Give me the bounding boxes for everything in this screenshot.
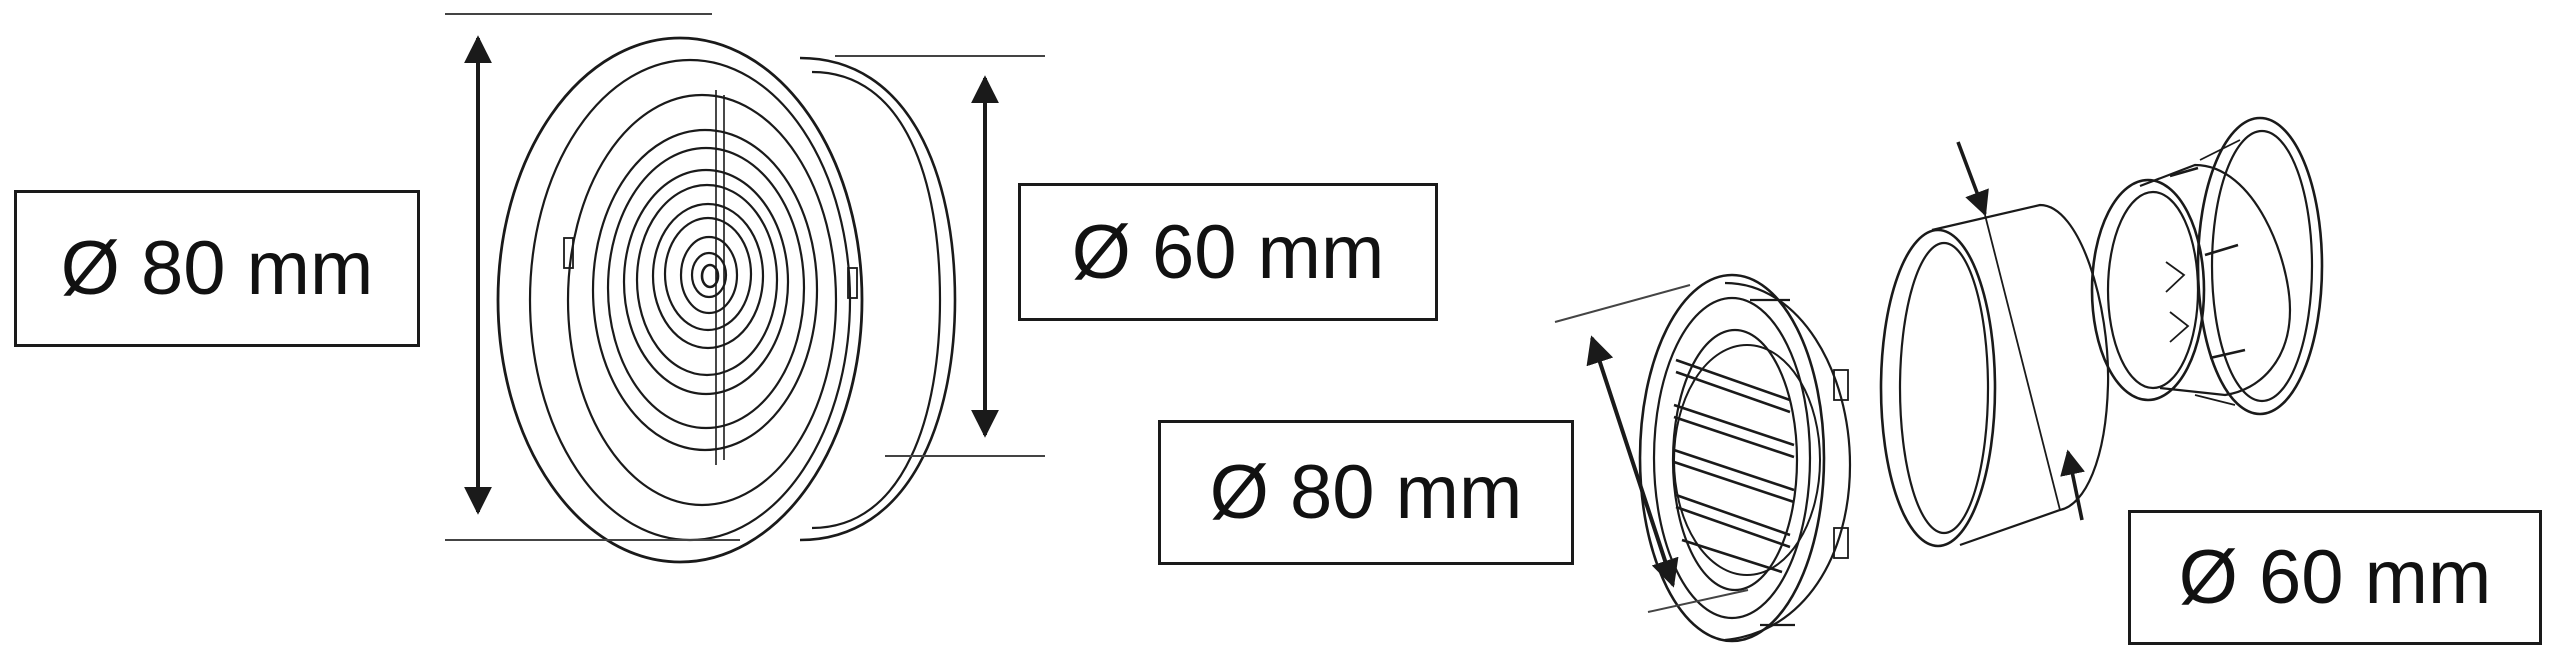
collar-flange xyxy=(2196,116,2324,416)
grille-louvers xyxy=(1673,358,1795,574)
ring-seam xyxy=(1984,214,2061,511)
exploded-outer-diameter-label: Ø 80 mm xyxy=(1158,420,1574,565)
exploded-connector-ring xyxy=(1879,203,2110,548)
louver-ring-2 xyxy=(622,168,790,396)
front-view-vent-grille xyxy=(496,36,957,564)
exploded-inner-arrow-bottom xyxy=(2060,449,2085,521)
louver-ring-1 xyxy=(591,128,819,452)
exploded-front-grille xyxy=(1638,273,1852,643)
center-hub xyxy=(700,263,720,289)
collar-slots xyxy=(2169,166,2246,360)
front-extension-lines xyxy=(445,13,1045,541)
exploded-rear-collar xyxy=(2090,116,2324,416)
exploded-outer-dimension-arrow xyxy=(1586,335,1679,588)
outer-flange xyxy=(496,36,864,564)
exploded-extension-lines xyxy=(1554,284,1749,613)
exploded-inner-arrow-top xyxy=(1956,141,1989,217)
louver-ring-3 xyxy=(651,202,765,350)
exploded-inner-diameter-label: Ø 60 mm xyxy=(2128,510,2542,645)
louver-ring-4 xyxy=(679,235,739,315)
front-outer-diameter-label: Ø 80 mm xyxy=(14,190,420,347)
rear-collar xyxy=(799,56,957,542)
front-inner-diameter-label: Ø 60 mm xyxy=(1018,183,1438,321)
